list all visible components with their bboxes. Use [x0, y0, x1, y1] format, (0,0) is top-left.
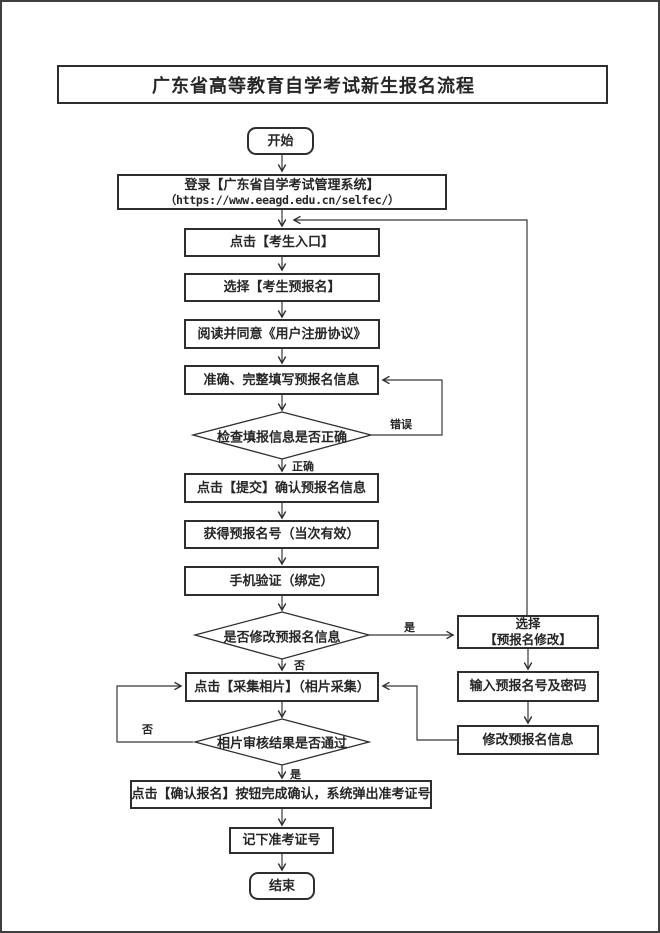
- modify-info-node: 修改预报名信息: [457, 725, 599, 755]
- branch-lines: [116, 215, 528, 743]
- login-system-node: 登录【广东省自学考试管理系统】 （https://www.eeagd.edu.c…: [117, 174, 447, 210]
- diamond-modify-decision: [192, 611, 372, 660]
- select-modify-node: 选择 【预报名修改】: [457, 615, 599, 649]
- end-node: 结束: [249, 872, 315, 900]
- start-node: 开始: [247, 127, 314, 155]
- fill-info-node: 准确、完整填写预报名信息: [184, 365, 379, 395]
- edge-label-yes-modify: 是: [404, 622, 415, 634]
- system-url: （https://www.eeagd.edu.cn/selfec/）: [164, 192, 400, 207]
- edge-label-no-photo: 否: [142, 724, 153, 736]
- phone-verify-node: 手机验证（绑定）: [184, 566, 379, 596]
- login-system-label: 登录【广东省自学考试管理系统】: [184, 176, 380, 192]
- edge-label-yes-photo: 是: [290, 769, 301, 781]
- error-loop-line: [371, 375, 443, 436]
- user-agreement-node: 阅读并同意《用户注册协议》: [184, 319, 380, 349]
- input-number-password-node: 输入预报名号及密码: [457, 671, 599, 702]
- edge-label-correct: 正确: [292, 461, 314, 473]
- note-ticket-number-node: 记下准考证号: [229, 827, 334, 854]
- photo-collect-node: 点击【采集相片】（相片采集）: [185, 672, 379, 702]
- photo-retry-line: [116, 681, 193, 743]
- submit-confirm-node: 点击【提交】确认预报名信息: [184, 473, 379, 503]
- candidate-entrance-node: 点击【考生入口】: [184, 228, 380, 257]
- modify-return-line: [381, 681, 457, 741]
- select-modify-line2: 【预报名修改】: [484, 633, 572, 647]
- select-preregistration-node: 选择【考生预报名】: [184, 273, 380, 302]
- photo-review-decision-label: 相片审核结果是否通过: [216, 735, 348, 751]
- page-title: 广东省高等教育自学考试新生报名流程: [57, 65, 608, 104]
- edge-label-no-modify: 否: [294, 660, 305, 672]
- modify-decision-label: 是否修改预报名信息: [223, 629, 341, 645]
- select-modify-line1: 选择: [515, 617, 541, 631]
- diamond-check-info: [190, 411, 374, 460]
- diamond-photo-review: [192, 718, 372, 766]
- check-info-decision-label: 检查填报信息是否正确: [216, 429, 348, 445]
- return-to-main-line: [292, 215, 528, 615]
- edge-label-error: 错误: [390, 419, 412, 431]
- get-prereg-number-node: 获得预报名号（当次有效）: [184, 520, 379, 549]
- confirm-registration-node: 点击【确认报名】按钮完成确认，系统弹出准考证号: [130, 780, 432, 809]
- decision-diamonds: [190, 411, 374, 766]
